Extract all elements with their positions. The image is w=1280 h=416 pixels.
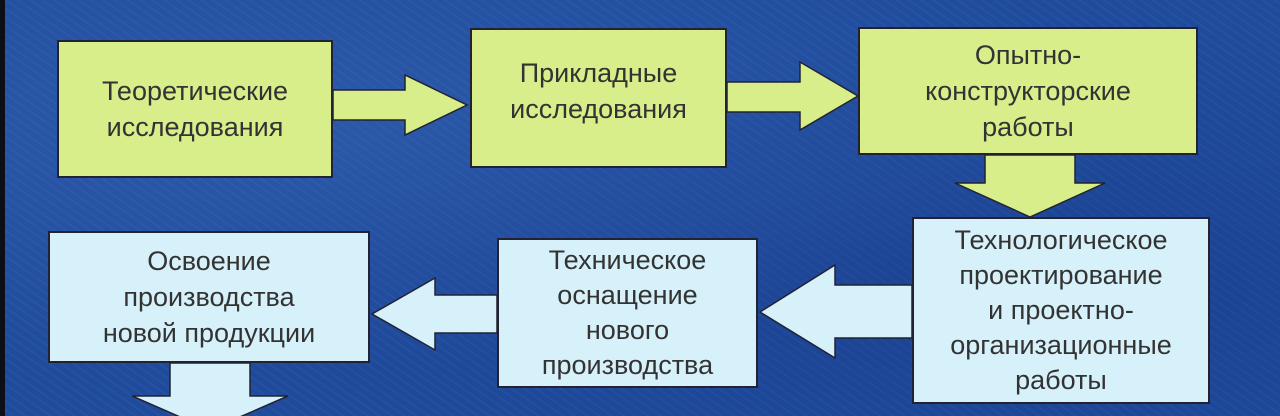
box-applied-research: Прикладные исследования [470,28,727,168]
box-technological-design: Технологическое проектирование и проектн… [912,217,1210,404]
box-production-mastering: Освоение производства новой продукции [48,231,370,363]
arrow-right-1 [332,73,469,137]
arrow-right-2 [726,60,860,132]
arrow-down-2 [131,362,289,416]
box-experimental-design: Опытно- конструкторские работы [858,27,1198,155]
arrow-down-1 [954,154,1106,218]
arrow-left-1 [758,263,913,360]
box-theoretical-research: Теоретические исследования [57,40,333,178]
left-edge [0,0,5,416]
box-technical-equipment: Техническое оснащение нового производств… [497,238,758,388]
arrow-left-2 [370,276,498,352]
